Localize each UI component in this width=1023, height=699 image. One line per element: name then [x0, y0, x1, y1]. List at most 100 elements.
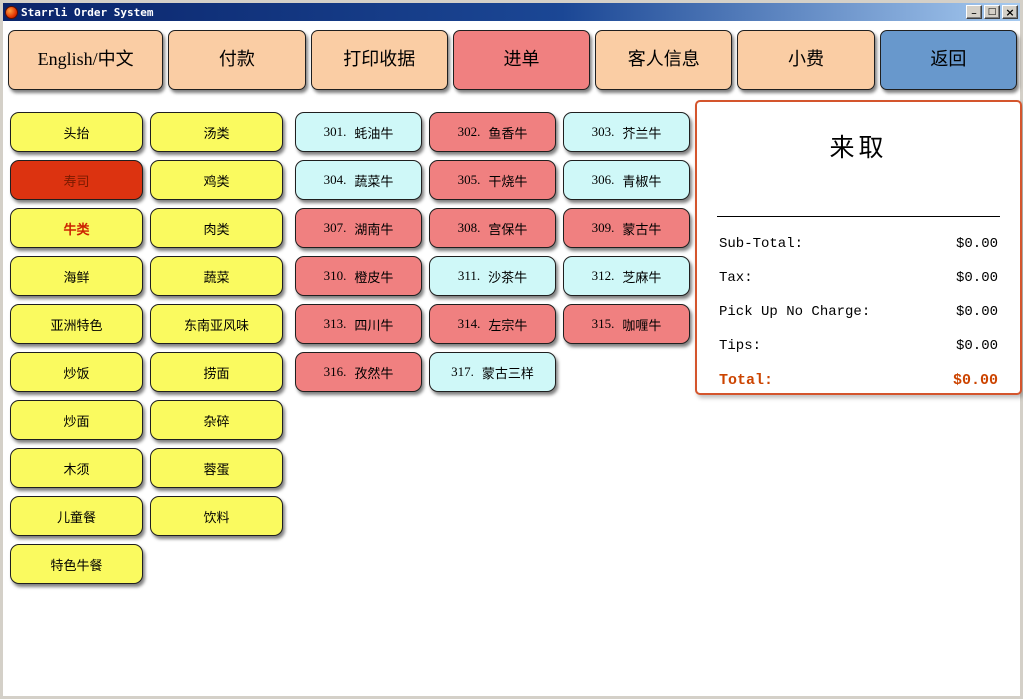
- menu-item-305[interactable]: 305. 干烧牛: [429, 160, 556, 200]
- total-value: $0.00: [953, 372, 998, 389]
- toolbar: English/中文 付款 打印收据 进单 客人信息 小费 返回: [8, 30, 1017, 90]
- menu-item-309[interactable]: 309. 蒙古牛: [563, 208, 690, 248]
- subtotal-label: Sub-Total:: [719, 236, 803, 252]
- menu-item-name: 芝麻牛: [622, 267, 661, 286]
- category-button-southeast-asian[interactable]: 东南亚风味: [150, 304, 283, 344]
- menu-item-name: 湖南牛: [354, 219, 393, 238]
- category-button-vegetables[interactable]: 蔬菜: [150, 256, 283, 296]
- toolbar-button-print-receipt[interactable]: 打印收据: [311, 30, 448, 90]
- menu-item-number: 311.: [458, 268, 480, 284]
- pickup-no-charge-label: Pick Up No Charge:: [719, 304, 870, 320]
- menu-item-number: 307.: [324, 220, 347, 236]
- menu-item-name: 蒙古三样: [482, 363, 534, 382]
- menu-item-304[interactable]: 304. 蔬菜牛: [295, 160, 422, 200]
- menu-item-314[interactable]: 314. 左宗牛: [429, 304, 556, 344]
- toolbar-button-back[interactable]: 返回: [880, 30, 1017, 90]
- tax-label: Tax:: [719, 270, 753, 286]
- order-rows: Sub-Total: $0.00 Tax: $0.00 Pick Up No C…: [697, 227, 1020, 397]
- pickup-no-charge-row: Pick Up No Charge: $0.00: [719, 295, 998, 329]
- order-divider: [717, 216, 1000, 217]
- menu-item-308[interactable]: 308. 宫保牛: [429, 208, 556, 248]
- menu-item-name: 青椒牛: [622, 171, 661, 190]
- menu-item-302[interactable]: 302. 鱼香牛: [429, 112, 556, 152]
- menu-item-number: 313.: [324, 316, 347, 332]
- menu-item-name: 蒙古牛: [622, 219, 661, 238]
- tax-value: $0.00: [956, 270, 998, 286]
- menu-item-number: 316.: [324, 364, 347, 380]
- category-button-chop-suey[interactable]: 杂碎: [150, 400, 283, 440]
- menu-item-name: 咖喱牛: [622, 315, 661, 334]
- category-button-egg-foo-young[interactable]: 蓉蛋: [150, 448, 283, 488]
- menu-item-307[interactable]: 307. 湖南牛: [295, 208, 422, 248]
- order-panel: 来取 Sub-Total: $0.00 Tax: $0.00 Pick Up N…: [695, 100, 1022, 395]
- menu-item-317[interactable]: 317. 蒙古三样: [429, 352, 556, 392]
- maximize-icon: □: [988, 7, 997, 17]
- category-button-asian-specialties[interactable]: 亚洲特色: [10, 304, 143, 344]
- minimize-button[interactable]: _: [966, 5, 982, 19]
- category-button-meat[interactable]: 肉类: [150, 208, 283, 248]
- category-button-special-beef-meal[interactable]: 特色牛餐: [10, 544, 143, 584]
- titlebar: Starrli Order System _ □ ×: [3, 3, 1020, 21]
- category-button-seafood[interactable]: 海鲜: [10, 256, 143, 296]
- toolbar-button-customer-info[interactable]: 客人信息: [595, 30, 732, 90]
- tax-row: Tax: $0.00: [719, 261, 998, 295]
- menu-item-number: 305.: [458, 172, 481, 188]
- close-icon: ×: [1005, 6, 1014, 19]
- menu-item-310[interactable]: 310. 橙皮牛: [295, 256, 422, 296]
- menu-item-number: 306.: [592, 172, 615, 188]
- toolbar-button-submit-order[interactable]: 进单: [453, 30, 590, 90]
- category-button-sushi[interactable]: 寿司: [10, 160, 143, 200]
- subtotal-value: $0.00: [956, 236, 998, 252]
- menu-item-number: 310.: [324, 268, 347, 284]
- category-button-drinks[interactable]: 饮料: [150, 496, 283, 536]
- menu-item-name: 沙茶牛: [488, 267, 527, 286]
- category-button-kids-meal[interactable]: 儿童餐: [10, 496, 143, 536]
- menu-item-name: 蔬菜牛: [354, 171, 393, 190]
- menu-item-313[interactable]: 313. 四川牛: [295, 304, 422, 344]
- menu-item-number: 304.: [324, 172, 347, 188]
- menu-item-301[interactable]: 301. 蚝油牛: [295, 112, 422, 152]
- menu-item-number: 314.: [458, 316, 481, 332]
- maximize-button[interactable]: □: [984, 5, 1000, 19]
- menu-item-303[interactable]: 303. 芥兰牛: [563, 112, 690, 152]
- menu-item-name: 干烧牛: [488, 171, 527, 190]
- category-button-appetizers[interactable]: 头抬: [10, 112, 143, 152]
- menu-item-name: 橙皮牛: [354, 267, 393, 286]
- menu-item-name: 蚝油牛: [354, 123, 393, 142]
- category-button-beef[interactable]: 牛类: [10, 208, 143, 248]
- menu-grid: 301. 蚝油牛 302. 鱼香牛 303. 芥兰牛 304. 蔬菜牛 305.…: [295, 112, 690, 392]
- app-icon: [5, 6, 18, 19]
- category-button-chow-mein[interactable]: 炒面: [10, 400, 143, 440]
- category-button-soups[interactable]: 汤类: [150, 112, 283, 152]
- menu-item-number: 309.: [592, 220, 615, 236]
- menu-item-name: 芥兰牛: [622, 123, 661, 142]
- category-button-lo-mein[interactable]: 捞面: [150, 352, 283, 392]
- category-button-fried-rice[interactable]: 炒饭: [10, 352, 143, 392]
- toolbar-button-language-toggle[interactable]: English/中文: [8, 30, 163, 90]
- toolbar-button-payment[interactable]: 付款: [168, 30, 305, 90]
- order-type-title: 来取: [697, 128, 1020, 164]
- category-button-moo-shu[interactable]: 木须: [10, 448, 143, 488]
- tips-label: Tips:: [719, 338, 761, 354]
- menu-item-316[interactable]: 316. 孜然牛: [295, 352, 422, 392]
- menu-item-name: 宫保牛: [488, 219, 527, 238]
- menu-item-number: 317.: [451, 364, 474, 380]
- menu-item-name: 孜然牛: [354, 363, 393, 382]
- toolbar-button-tips[interactable]: 小费: [737, 30, 874, 90]
- tips-row: Tips: $0.00: [719, 329, 998, 363]
- main-content: English/中文 付款 打印收据 进单 客人信息 小费 返回 头抬 寿司 牛…: [3, 21, 1020, 696]
- menu-item-312[interactable]: 312. 芝麻牛: [563, 256, 690, 296]
- menu-item-name: 左宗牛: [488, 315, 527, 334]
- window-title: Starrli Order System: [21, 6, 963, 19]
- minimize-icon: _: [972, 5, 977, 15]
- category-button-chicken[interactable]: 鸡类: [150, 160, 283, 200]
- menu-item-name: 鱼香牛: [488, 123, 527, 142]
- close-button[interactable]: ×: [1002, 5, 1018, 19]
- total-row: Total: $0.00: [719, 363, 998, 397]
- menu-item-306[interactable]: 306. 青椒牛: [563, 160, 690, 200]
- menu-item-311[interactable]: 311. 沙茶牛: [429, 256, 556, 296]
- menu-item-315[interactable]: 315. 咖喱牛: [563, 304, 690, 344]
- pickup-no-charge-value: $0.00: [956, 304, 998, 320]
- category-column-1: 头抬 寿司 牛类 海鲜 亚洲特色 炒饭 炒面 木须 儿童餐 特色牛餐: [10, 112, 143, 584]
